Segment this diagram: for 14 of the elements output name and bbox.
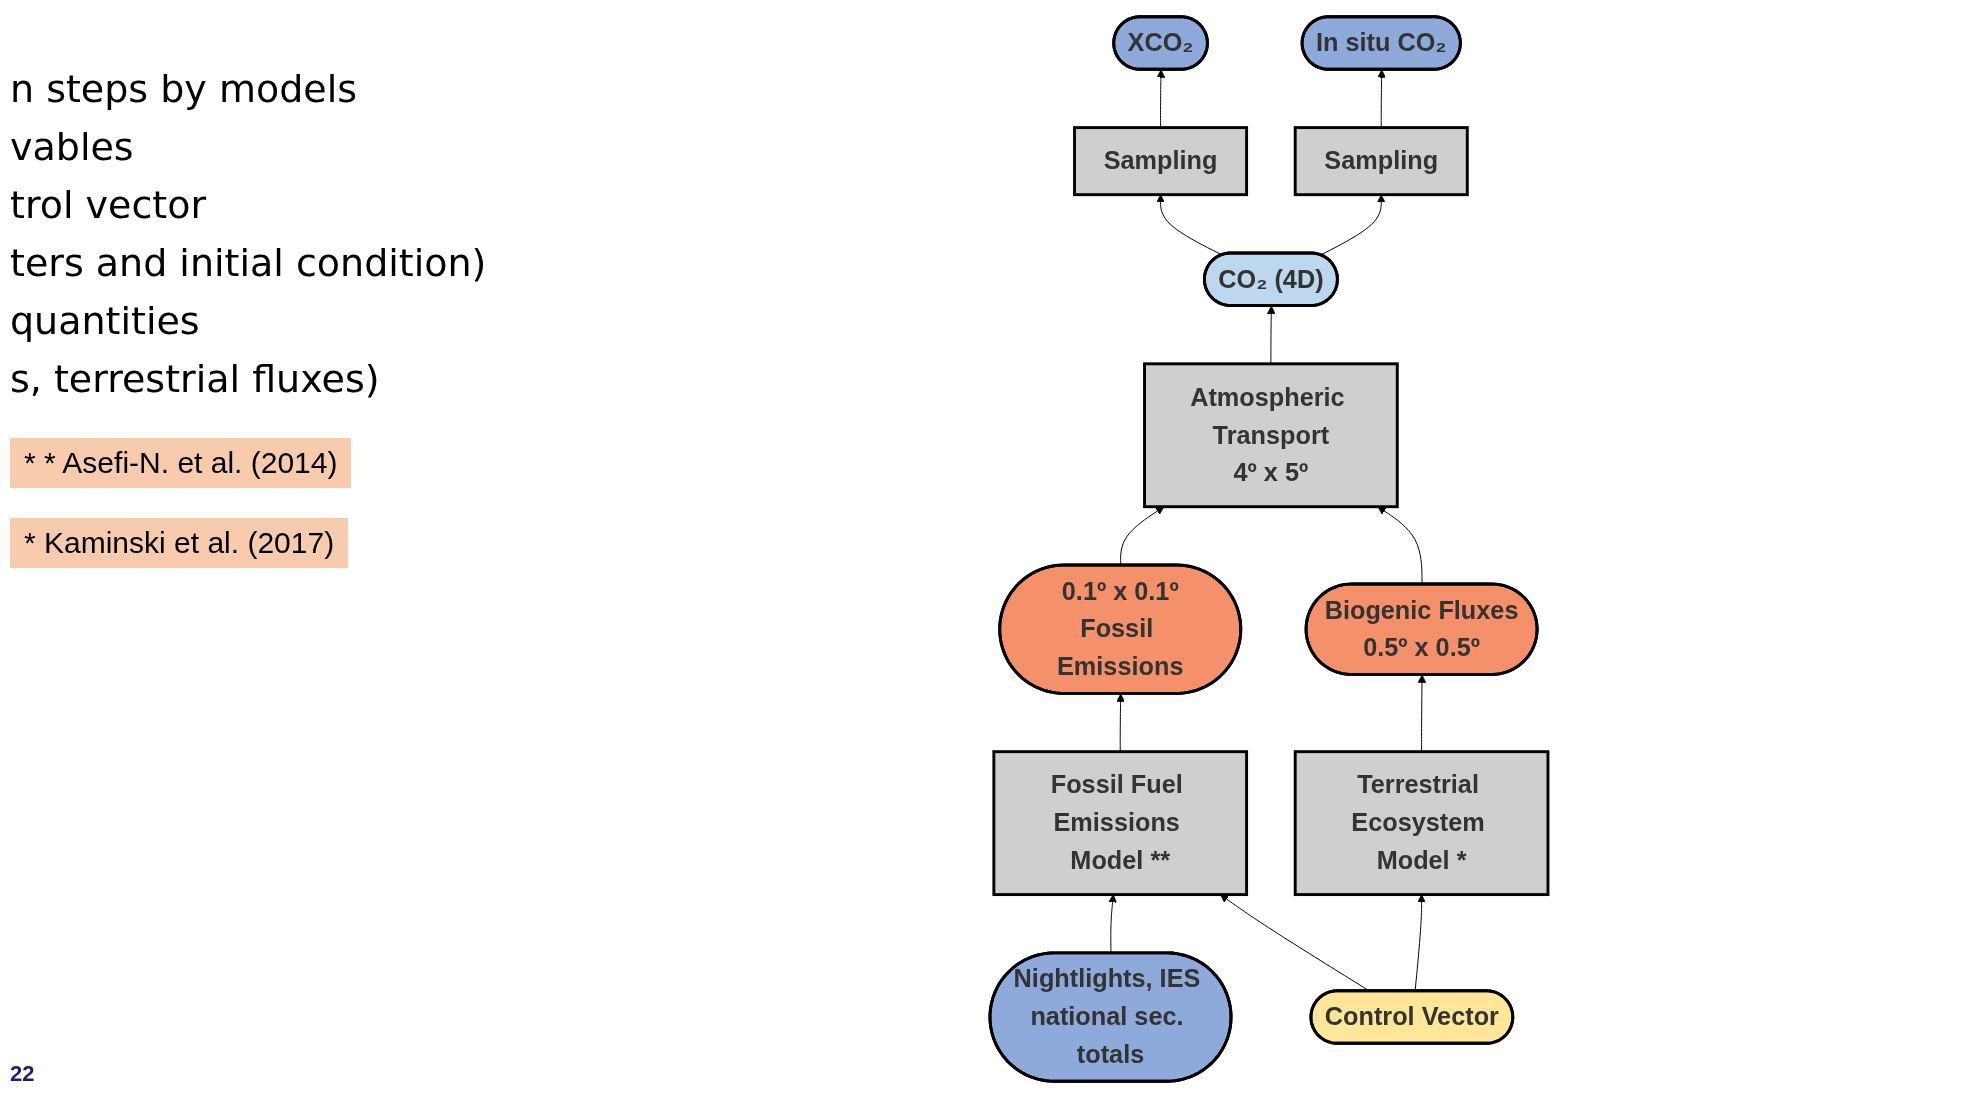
citation-note: * Kaminski et al. (2017) — [10, 518, 349, 568]
bullet-text: ters and initial condition) — [10, 240, 488, 287]
bullet-text: trol vector — [10, 182, 208, 229]
page-number: 22 — [10, 1061, 36, 1087]
bullet-text: n steps by models — [10, 66, 359, 113]
node-box: Sampling — [1072, 125, 1248, 196]
bullet-text: s, terrestrial fluxes) — [10, 356, 381, 403]
node-box: Terrestrial Ecosystem Model * — [1293, 749, 1549, 896]
bullet-text: vables — [10, 124, 135, 171]
citation-note: * * Asefi-N. et al. (2014) — [10, 438, 352, 488]
bullet-text: quantities — [10, 298, 201, 345]
node-box: Sampling — [1293, 125, 1469, 196]
node-box: Atmospheric Transport 4º x 5º — [1142, 361, 1399, 508]
node-box: Fossil Fuel Emissions Model ** — [991, 749, 1248, 896]
